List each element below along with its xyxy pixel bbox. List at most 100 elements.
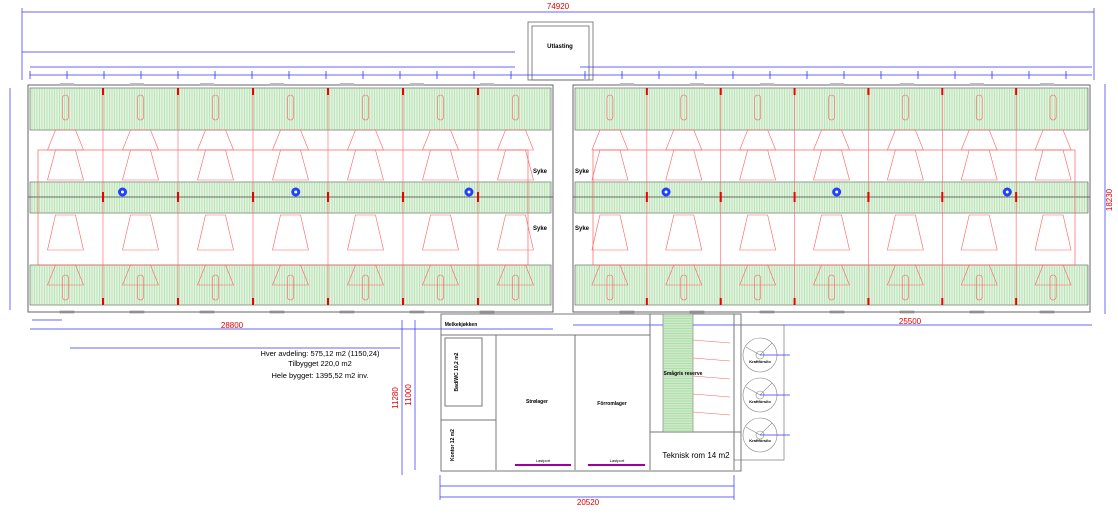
area-note-total: Hele bygget: 1395,52 m2 inv. [271, 371, 368, 380]
gate-marker [177, 192, 179, 202]
silo-label: Kraftfôrsilo [749, 359, 771, 364]
feeder [47, 149, 84, 181]
slatted-floor [29, 181, 552, 214]
ventilation-fan-hub [121, 190, 124, 194]
door [340, 83, 354, 86]
feeder [122, 264, 159, 286]
drinker [437, 274, 444, 301]
gate-marker [402, 88, 404, 95]
feeder [422, 149, 459, 181]
gate-marker [177, 298, 179, 305]
door [620, 83, 634, 86]
drinker [754, 274, 761, 301]
gate-marker [719, 192, 722, 202]
drinker [437, 94, 444, 121]
drinker [137, 274, 144, 301]
feeder [197, 214, 234, 251]
feeder [122, 149, 159, 181]
feeder [497, 129, 534, 151]
feeder [960, 129, 998, 151]
gate-marker [867, 192, 870, 202]
feeder [886, 214, 924, 251]
gate-marker [941, 88, 944, 95]
ventilation-fan-hub [294, 190, 298, 194]
syke-label: Syke [533, 169, 548, 175]
feeder [497, 214, 534, 251]
gate-marker [477, 88, 479, 95]
gate-marker [477, 192, 479, 202]
feeder [272, 264, 309, 286]
barn-building [27, 83, 1091, 314]
feeder [122, 214, 159, 251]
depth-dimension [9, 84, 1106, 314]
feeder [813, 129, 850, 151]
feeder [813, 264, 850, 286]
bottom-dimension-lines [30, 319, 1092, 349]
feeder [347, 264, 384, 286]
drinker [680, 94, 688, 121]
door [1040, 83, 1054, 86]
door [760, 83, 774, 86]
gate-marker [941, 192, 944, 202]
area-note-annex: Tilbygget 220,0 m2 [288, 359, 352, 368]
feeder [47, 214, 84, 251]
feeder [739, 149, 777, 181]
feeder [665, 149, 703, 181]
lastport-label: Lastport [610, 458, 625, 463]
door [830, 83, 844, 86]
feeder [665, 264, 703, 286]
gate-marker [867, 298, 870, 305]
drinker [212, 274, 219, 301]
feeder [591, 214, 629, 251]
feeder [197, 264, 234, 286]
gate-marker [941, 298, 944, 305]
feeder [347, 129, 384, 151]
drinker [1049, 94, 1057, 121]
slatted-floor [29, 87, 552, 131]
kontor-label: Kontor 12 m2 [450, 429, 456, 461]
door [480, 83, 494, 86]
forromlager-label: Fôrromlager [597, 401, 627, 407]
gate-marker [327, 192, 329, 202]
drinker [975, 274, 983, 301]
drinker [362, 94, 369, 121]
silo-auger [759, 382, 773, 396]
annex-depth-outer-label: 11280 [391, 387, 400, 409]
silo-label: Kraftfôrsilo [749, 438, 771, 443]
drinker [902, 274, 909, 301]
door [59, 310, 75, 314]
gate-marker [477, 298, 479, 305]
right-section-width-label: 25500 [899, 317, 922, 326]
door [1039, 310, 1055, 314]
gate-marker [1015, 298, 1018, 305]
drinker [287, 94, 294, 121]
annex-depth-inner-label: 11000 [404, 384, 413, 406]
drinker [362, 274, 369, 301]
utlasting-room [527, 21, 594, 81]
feeder [347, 149, 384, 181]
feeder [886, 149, 924, 181]
syke-label: Syke [575, 169, 590, 175]
gate-marker [252, 298, 254, 305]
gate-marker [402, 298, 404, 305]
area-note-each-section: Hver avdeling: 575,12 m2 (1150,24) [260, 349, 380, 358]
door [689, 310, 705, 314]
drinker [287, 274, 294, 301]
door [829, 310, 845, 314]
feeder [813, 214, 850, 251]
syke-label: Syke [533, 226, 548, 232]
door [479, 310, 495, 314]
gate-marker [177, 88, 179, 95]
silos [742, 337, 790, 453]
feeder [272, 129, 309, 151]
gate-marker [252, 88, 254, 95]
feeder [197, 129, 234, 151]
drinker [62, 274, 69, 301]
feeder [665, 214, 703, 251]
drinker [975, 94, 983, 121]
silo-auger [745, 386, 761, 396]
gate-marker [402, 192, 404, 202]
pen-line [692, 393, 731, 398]
feeder [197, 149, 234, 181]
smagris-label: Smågris reserve [664, 370, 703, 377]
